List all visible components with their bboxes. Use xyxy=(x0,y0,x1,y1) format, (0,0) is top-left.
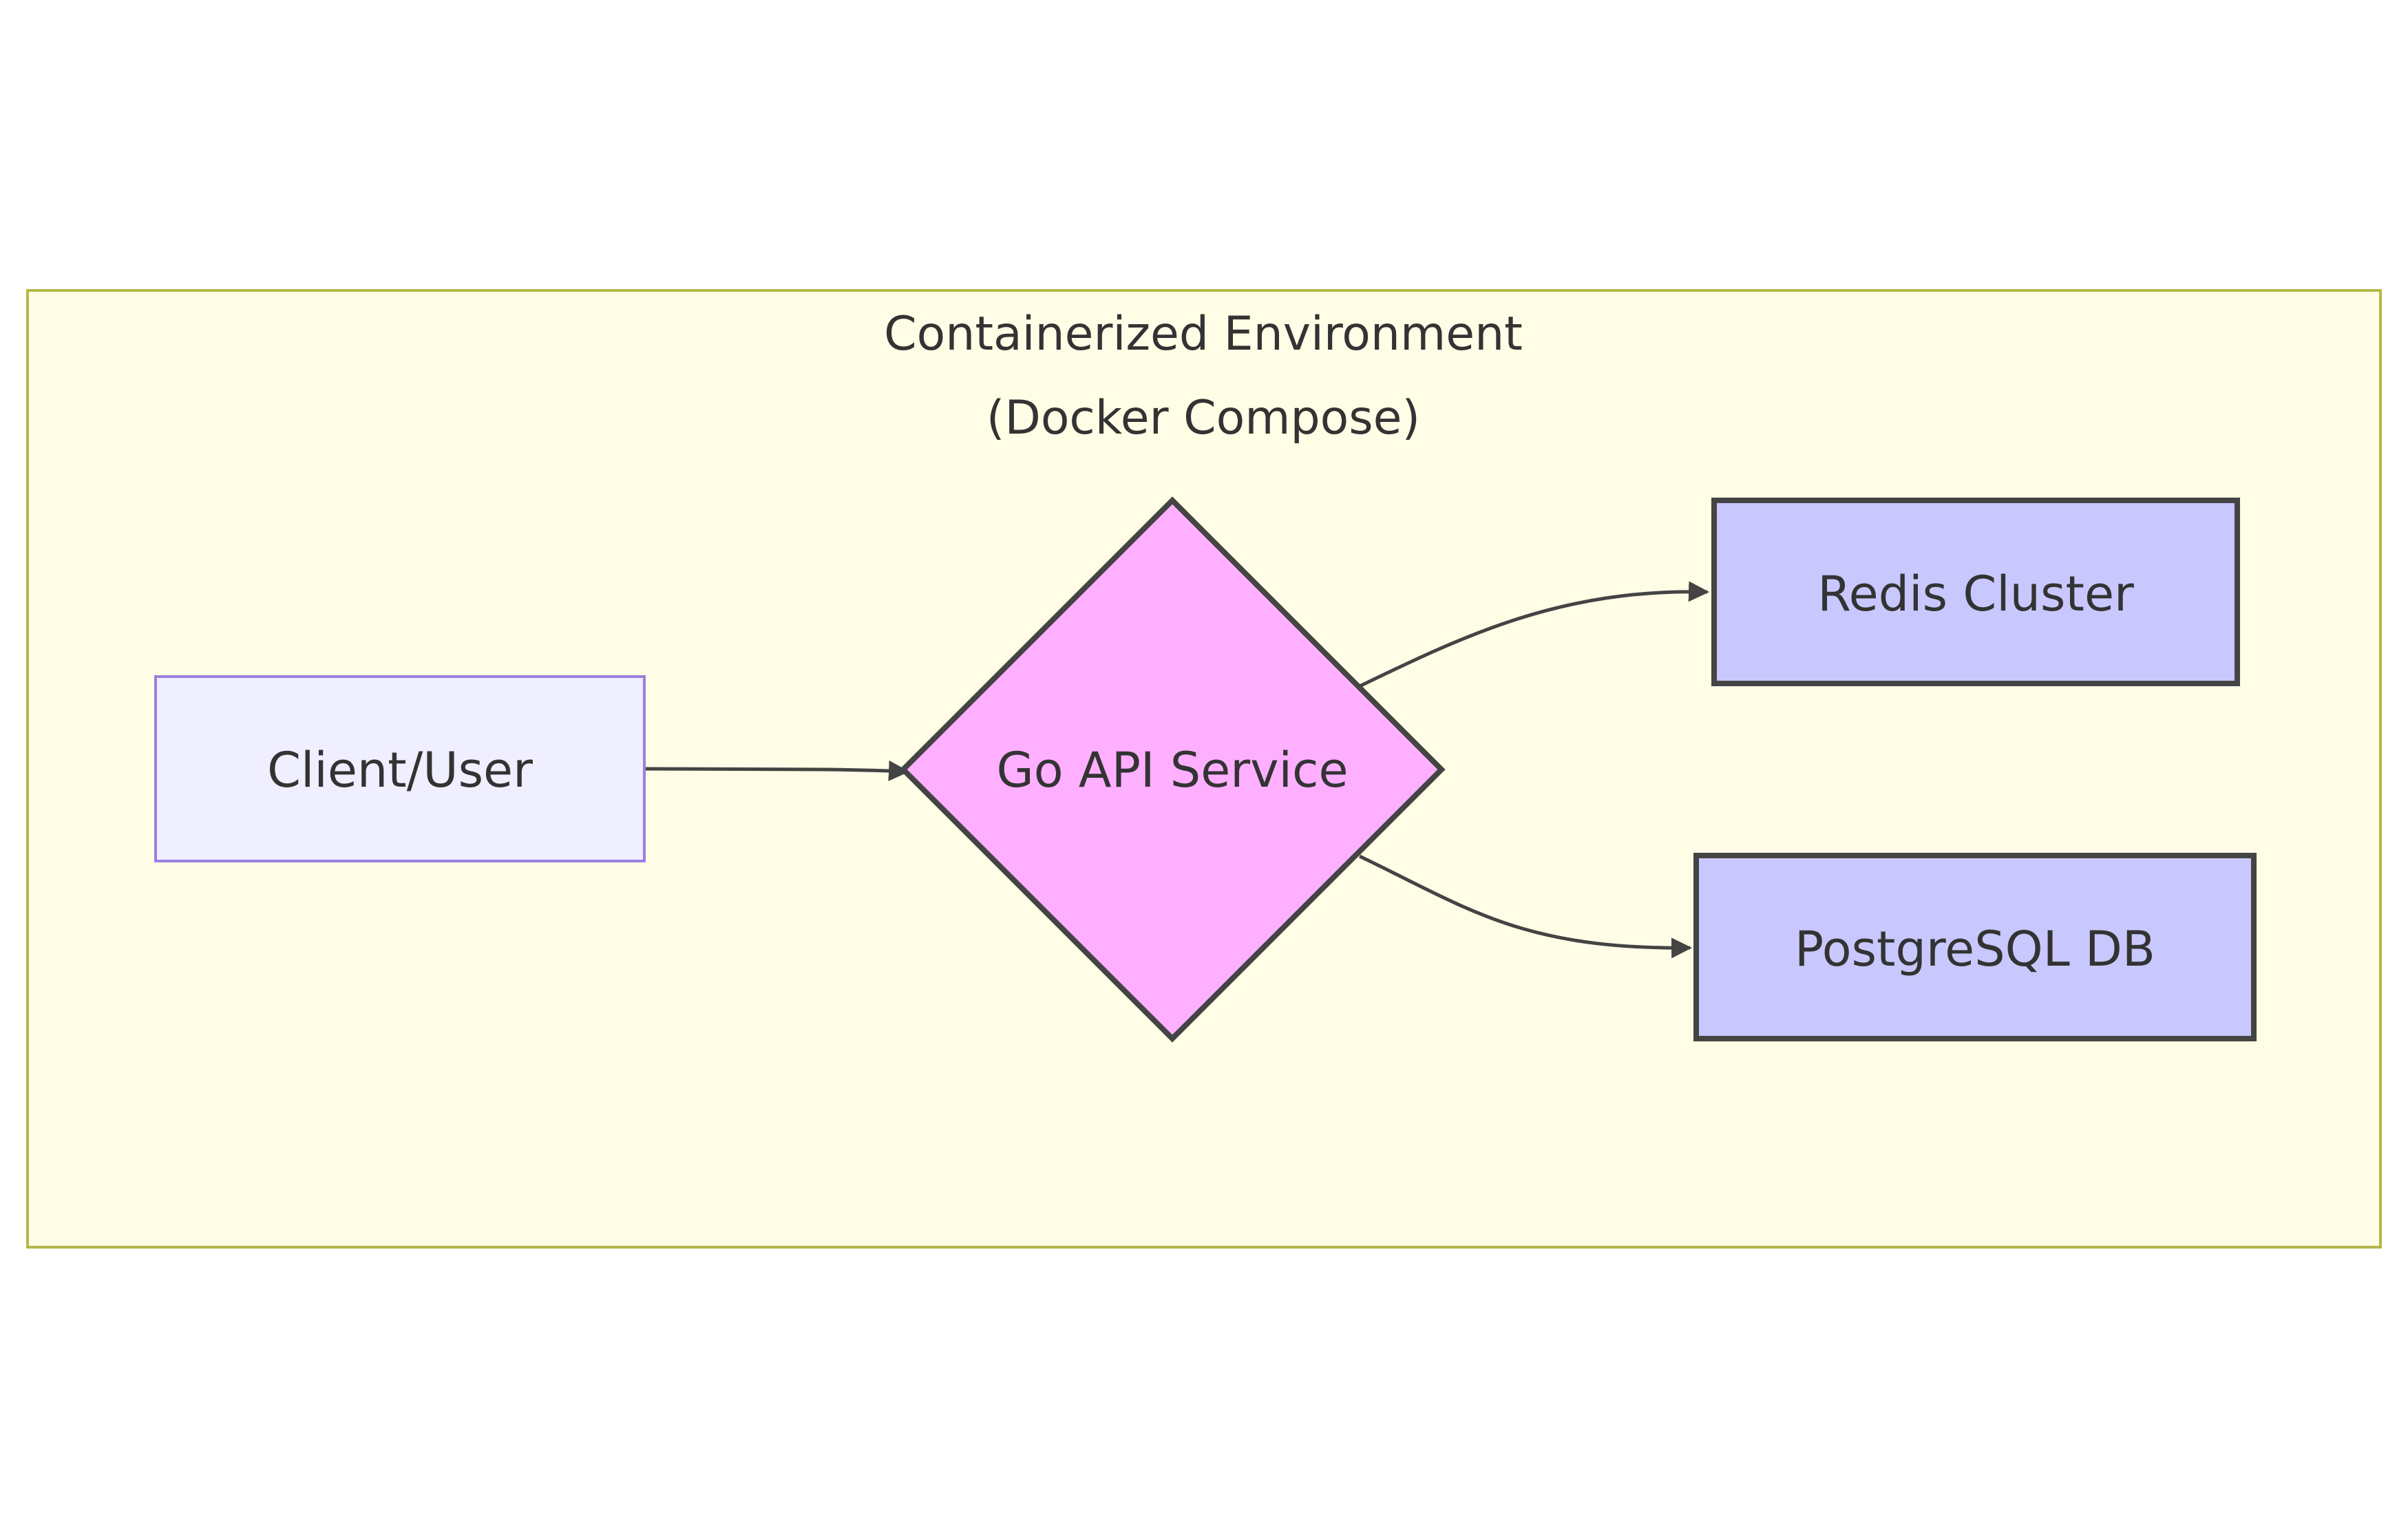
node-go-api-service[interactable]: Go API Service xyxy=(899,496,1446,1043)
go-api-service-diamond xyxy=(899,496,1446,1043)
cluster-title-line2: (Docker Compose) xyxy=(986,391,1420,445)
postgresql-db-box xyxy=(1693,853,2257,1041)
edge-api-to-redis xyxy=(1358,581,1709,688)
node-redis-cluster[interactable]: Redis Cluster xyxy=(1711,498,2240,686)
edges xyxy=(645,581,1709,959)
cluster-title-line1: Containerized Environment xyxy=(884,307,1523,361)
postgresql-db-label: PostgreSQL DB xyxy=(1795,921,2155,977)
node-postgresql-db[interactable]: PostgreSQL DB xyxy=(1693,853,2257,1041)
node-client-user[interactable]: Client/User xyxy=(154,675,646,862)
redis-cluster-label: Redis Cluster xyxy=(1817,566,2134,622)
edge-api-to-postgres xyxy=(1358,854,1692,959)
edge-client-to-api xyxy=(645,760,909,781)
client-user-label: Client/User xyxy=(267,742,533,798)
redis-cluster-box xyxy=(1711,498,2240,686)
go-api-service-label: Go API Service xyxy=(996,742,1348,798)
client-user-box xyxy=(154,675,646,862)
